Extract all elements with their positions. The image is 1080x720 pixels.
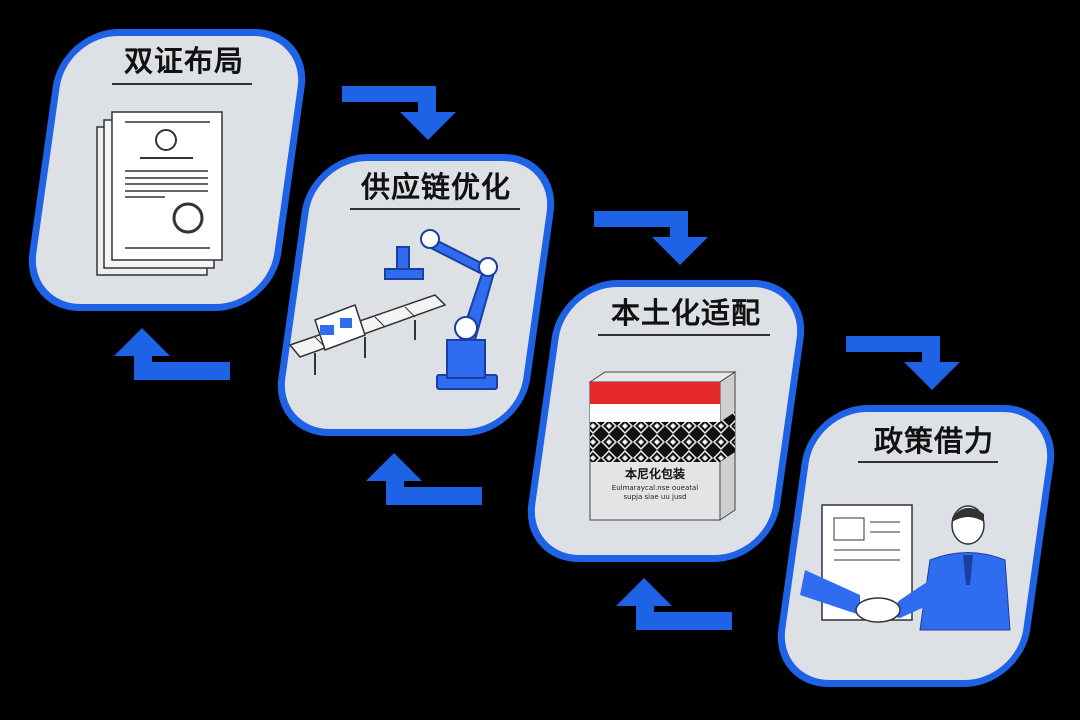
step-title-1: 双证布局 bbox=[123, 44, 244, 78]
back-arrow-2 bbox=[366, 453, 482, 505]
back-arrow-1 bbox=[114, 328, 230, 380]
step-title-4: 政策借力 bbox=[873, 424, 994, 458]
step-title-2: 供应链优化 bbox=[360, 170, 511, 204]
handshake-businessman-icon bbox=[800, 504, 1011, 631]
package-label: 本尼化包装 bbox=[624, 467, 685, 481]
localized-package-icon bbox=[588, 371, 737, 521]
title-underline bbox=[350, 208, 520, 210]
package-subtext-1: Eulmaraycal.nse oueatal bbox=[611, 484, 699, 492]
package-subtext-2: supja siae uu jusd bbox=[623, 493, 687, 501]
title-underline bbox=[858, 461, 998, 463]
title-underline bbox=[598, 334, 770, 336]
back-arrow-3 bbox=[616, 578, 732, 630]
title-underline bbox=[112, 83, 252, 85]
step-title-3: 本土化适配 bbox=[610, 296, 761, 330]
robot-arm-conveyor-icon bbox=[288, 229, 498, 390]
certificate-documents-icon bbox=[96, 111, 223, 276]
forward-arrow-1 bbox=[342, 86, 456, 140]
forward-arrow-3 bbox=[846, 336, 960, 390]
forward-arrow-2 bbox=[594, 211, 708, 265]
